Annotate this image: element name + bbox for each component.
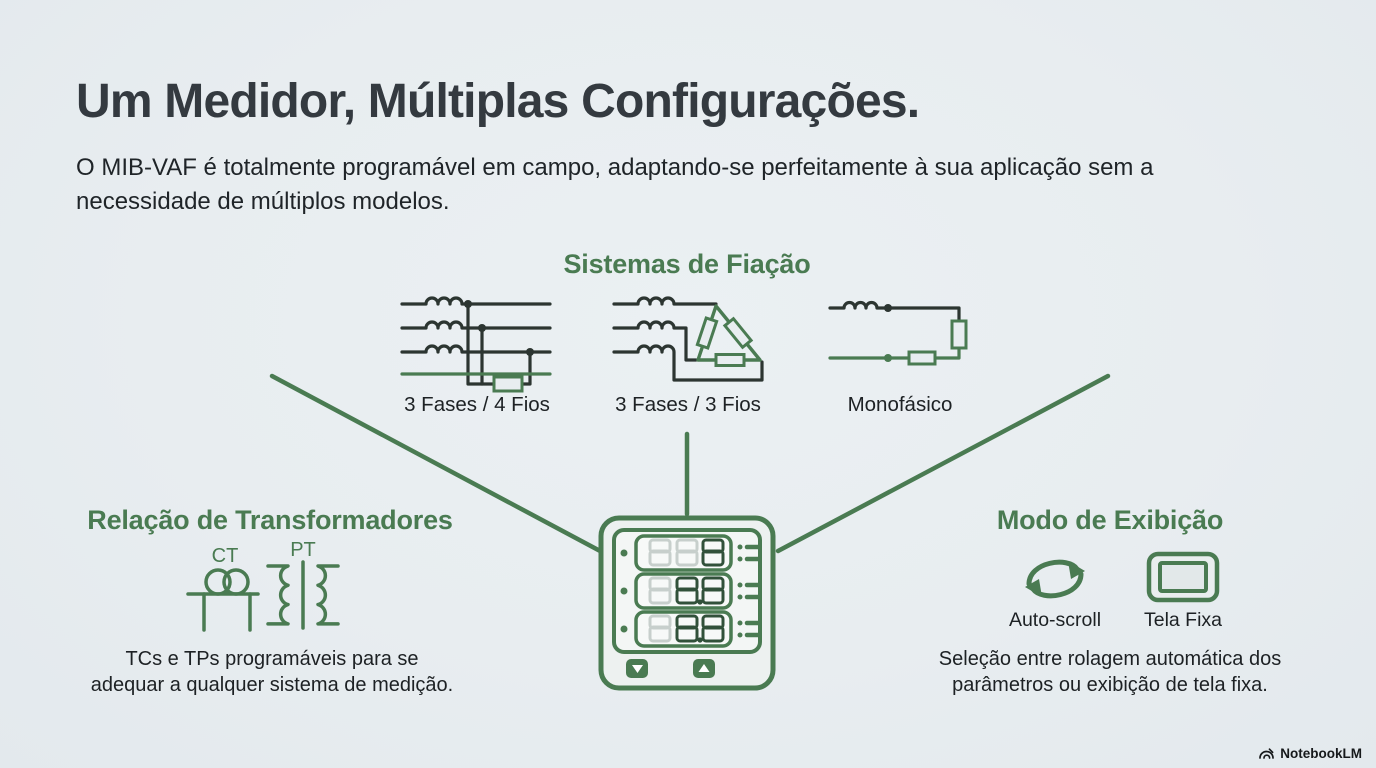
display-mode-section-title: Modo de Exibição [996, 505, 1224, 535]
down-arrow-icon [632, 665, 643, 673]
subtitle-line-2: necessidade de múltiplos modelos. [76, 188, 450, 215]
unit-indicator-leds [737, 544, 762, 562]
panel-meter-illustration [598, 515, 776, 691]
display-mode-description: Seleção entre rolagem automática dos par… [900, 646, 1320, 698]
meter-up-button [693, 659, 715, 678]
notebooklm-icon [1259, 748, 1275, 759]
auto-scroll-label: Auto-scroll [1008, 609, 1102, 631]
diagram-label-monofasico: Monofásico [847, 393, 953, 416]
meter-display-row-3 [620, 610, 762, 648]
ct-label: CT [212, 545, 239, 567]
auto-scroll-loop-icon [1025, 559, 1085, 599]
transformer-section-title: Relação de Transformadores [87, 505, 453, 535]
notebooklm-watermark: NotebookLM [1258, 745, 1362, 761]
meter-display-row-2 [620, 572, 762, 610]
unit-indicator-leds [737, 582, 762, 600]
ct-pt-transformer-icons: CT PT [186, 539, 340, 632]
diagram-label-3f4w: 3 Fases / 4 Fios [404, 393, 550, 416]
single-phase-diagram-icon [828, 300, 968, 366]
subtitle-line-1: O MIB-VAF é totalmente programável em ca… [76, 154, 1154, 181]
notebooklm-label: NotebookLM [1280, 745, 1362, 761]
page-title: Um Medidor, Múltiplas Configurações. [76, 75, 920, 128]
ct-coil-icon [186, 568, 260, 632]
three-phase-three-wire-delta-diagram-icon [612, 296, 764, 382]
connector-right-line [775, 373, 1111, 554]
pt-transformer-icon [266, 560, 340, 630]
meter-display-row-1 [620, 534, 762, 572]
transformer-description: TCs e TPs programáveis para se adequar a… [72, 646, 472, 698]
three-phase-four-wire-diagram-icon [400, 296, 552, 393]
transformer-description-line-1: TCs e TPs programáveis para se [125, 648, 419, 670]
display-mode-description-line-2: parâmetros ou exibição de tela fixa. [952, 674, 1268, 696]
display-mode-description-line-1: Seleção entre rolagem automática dos [938, 648, 1282, 670]
meter-down-button [626, 659, 648, 678]
connector-left-line [269, 373, 605, 555]
up-arrow-icon [698, 664, 710, 672]
wiring-section-title: Sistemas de Fiação [563, 249, 811, 279]
tela-fixa-label: Tela Fixa [1143, 609, 1223, 631]
unit-indicator-leds [737, 620, 762, 638]
page-subtitle: O MIB-VAF é totalmente programável em ca… [76, 151, 1153, 219]
fixed-screen-icon [1146, 551, 1220, 603]
transformer-description-line-2: adequar a qualquer sistema de medição. [90, 674, 454, 696]
diagram-label-3f3w: 3 Fases / 3 Fios [615, 393, 761, 416]
pt-label: PT [290, 539, 316, 561]
